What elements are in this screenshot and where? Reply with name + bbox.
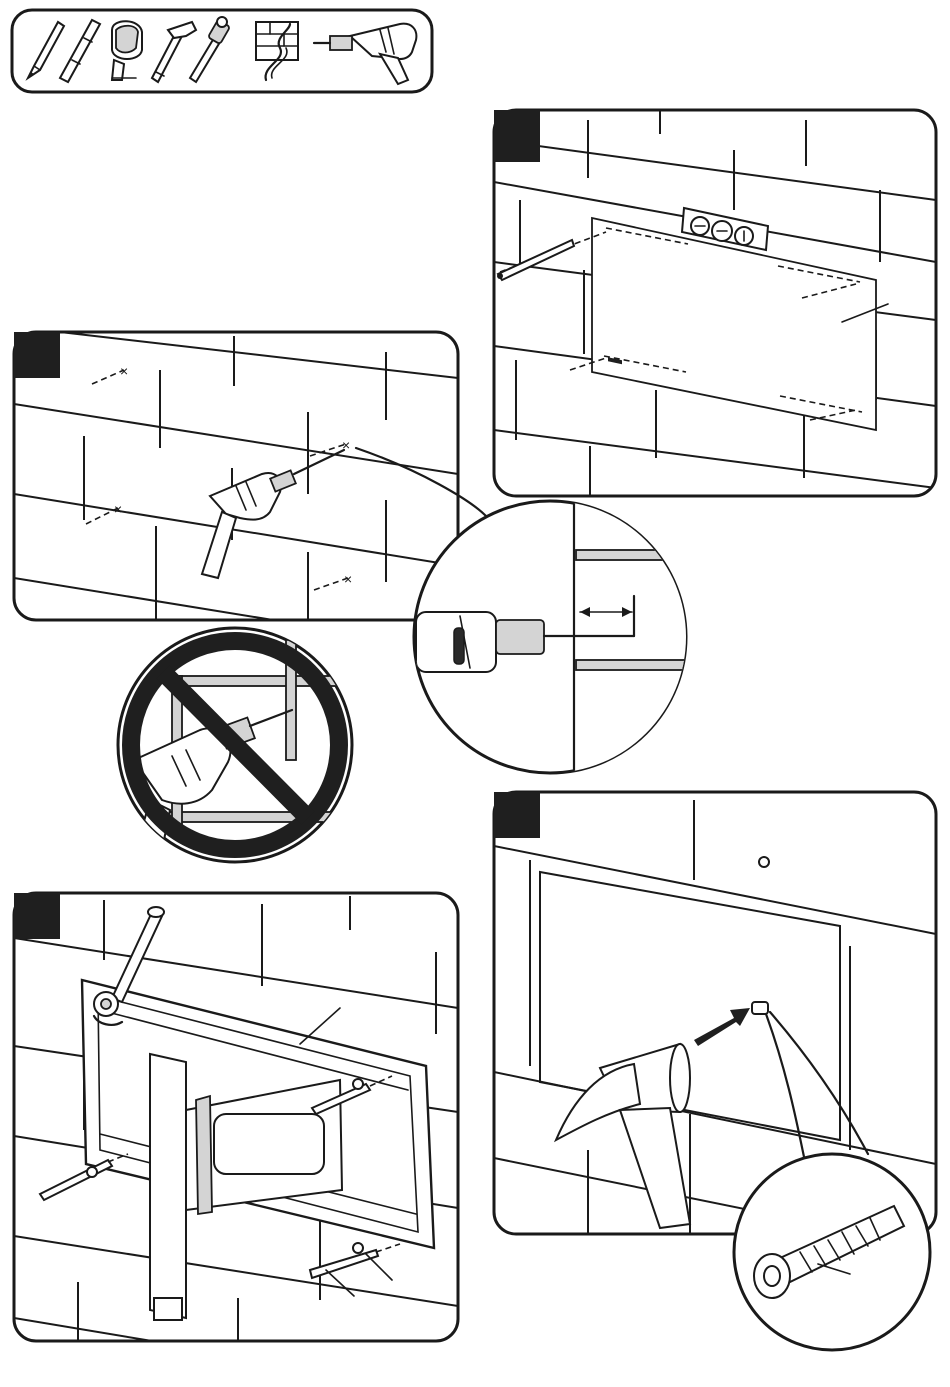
- tools-panel: [12, 10, 432, 92]
- panel-mark-holes: [494, 110, 936, 500]
- drill-hole: [759, 857, 769, 867]
- step-tab: [14, 893, 60, 939]
- svg-text:×: ×: [344, 571, 352, 587]
- panel-drill-holes: × × × ×: [14, 332, 458, 650]
- svg-text:×: ×: [120, 363, 128, 379]
- svg-text:×: ×: [114, 501, 122, 517]
- prohibited-panel: [118, 628, 410, 862]
- step-tab: [14, 332, 60, 378]
- wall-anchor-icon: [752, 1002, 768, 1014]
- step-tab: [494, 110, 540, 162]
- step-tab: [494, 792, 540, 838]
- panel-attach-mount: [14, 893, 458, 1387]
